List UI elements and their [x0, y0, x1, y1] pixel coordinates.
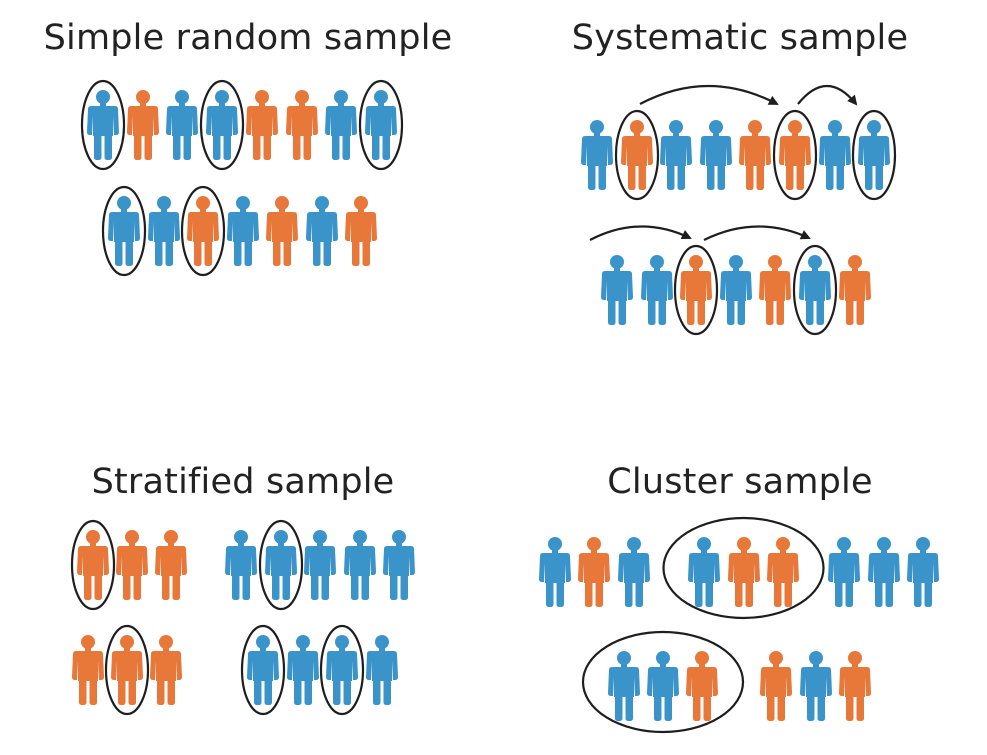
- systematic-person-blue: [819, 120, 851, 190]
- stratified-blue-person-blue: [247, 635, 279, 705]
- systematic-person-blue: [700, 120, 732, 190]
- cluster-person-orange: [578, 537, 610, 607]
- systematic-person-blue: [858, 120, 890, 190]
- stratified-orange-person-orange: [150, 635, 182, 705]
- stratified-blue-person-blue: [366, 635, 398, 705]
- simple-random-person-orange: [345, 196, 377, 266]
- title-systematic-sample: Systematic sample: [571, 18, 909, 58]
- cluster-selection-ring: [581, 630, 745, 734]
- stratified-orange-person-orange: [111, 635, 143, 705]
- stratified-blue-person-blue: [265, 530, 297, 600]
- cluster-person-orange: [839, 651, 871, 721]
- cluster-selection-ring: [662, 516, 825, 620]
- systematic-selection-ring: [792, 244, 838, 336]
- simple-random-person-blue: [108, 196, 140, 266]
- title-stratified-sample: Stratified sample: [91, 462, 395, 502]
- systematic-selection-ring: [614, 109, 660, 201]
- stratified-orange-person-orange: [77, 530, 109, 600]
- title-simple-random-sample: Simple random sample: [43, 18, 453, 58]
- simple-random-person-blue: [325, 90, 357, 160]
- stratified-orange-selection-ring: [70, 519, 116, 611]
- simple-random-person-orange: [127, 90, 159, 160]
- cluster-person-blue: [647, 651, 679, 721]
- systematic-person-blue: [660, 120, 692, 190]
- systematic-selection-ring: [851, 109, 897, 201]
- stratified-orange-selection-ring: [104, 624, 150, 716]
- systematic-skip-arrow: [639, 85, 779, 105]
- cluster-person-blue: [618, 537, 650, 607]
- systematic-selection-ring: [772, 109, 818, 201]
- systematic-person-orange: [839, 255, 871, 325]
- systematic-person-blue: [720, 255, 752, 325]
- simple-random-selection-ring: [180, 185, 226, 277]
- cluster-person-blue: [828, 537, 860, 607]
- stratified-blue-person-blue: [383, 530, 415, 600]
- stratified-blue-selection-ring: [258, 519, 304, 611]
- stratified-blue-person-blue: [326, 635, 358, 705]
- systematic-skip-arrow: [797, 85, 858, 106]
- systematic-person-blue: [799, 255, 831, 325]
- cluster-person-blue: [868, 537, 900, 607]
- simple-random-person-blue: [87, 90, 119, 160]
- stratified-orange-person-orange: [155, 530, 187, 600]
- cluster-person-orange: [767, 537, 799, 607]
- simple-random-person-orange: [266, 196, 298, 266]
- simple-random-person-blue: [148, 196, 180, 266]
- stratified-blue-person-blue: [225, 530, 257, 600]
- cluster-person-blue: [800, 651, 832, 721]
- simple-random-selection-ring: [80, 79, 126, 171]
- stratified-blue-person-blue: [287, 635, 319, 705]
- systematic-selection-ring: [673, 244, 719, 336]
- systematic-person-orange: [621, 120, 653, 190]
- title-cluster-sample: Cluster sample: [607, 462, 873, 502]
- simple-random-person-orange: [286, 90, 318, 160]
- systematic-person-orange: [739, 120, 771, 190]
- stratified-blue-selection-ring: [240, 624, 286, 716]
- cluster-person-orange: [728, 537, 760, 607]
- cluster-person-blue: [907, 537, 939, 607]
- stratified-blue-person-blue: [344, 530, 376, 600]
- stratified-blue-selection-ring: [319, 624, 365, 716]
- simple-random-selection-ring: [101, 185, 147, 277]
- stratified-orange-person-orange: [72, 635, 104, 705]
- simple-random-person-blue: [365, 90, 397, 160]
- simple-random-person-blue: [306, 196, 338, 266]
- systematic-person-orange: [680, 255, 712, 325]
- simple-random-selection-ring: [358, 79, 404, 171]
- simple-random-person-blue: [227, 196, 259, 266]
- simple-random-person-orange: [246, 90, 278, 160]
- systematic-person-orange: [759, 255, 791, 325]
- cluster-person-orange: [686, 651, 718, 721]
- systematic-person-blue: [601, 255, 633, 325]
- systematic-person-blue: [581, 120, 613, 190]
- cluster-person-blue: [539, 537, 571, 607]
- cluster-person-blue: [608, 651, 640, 721]
- simple-random-selection-ring: [199, 79, 245, 171]
- systematic-person-orange: [779, 120, 811, 190]
- systematic-skip-arrow: [703, 225, 811, 241]
- systematic-skip-arrow: [589, 225, 692, 241]
- cluster-person-orange: [760, 651, 792, 721]
- simple-random-person-orange: [187, 196, 219, 266]
- stratified-orange-person-orange: [116, 530, 148, 600]
- stratified-blue-person-blue: [304, 530, 336, 600]
- simple-random-person-blue: [166, 90, 198, 160]
- cluster-person-blue: [688, 537, 720, 607]
- simple-random-person-blue: [206, 90, 238, 160]
- systematic-person-blue: [641, 255, 673, 325]
